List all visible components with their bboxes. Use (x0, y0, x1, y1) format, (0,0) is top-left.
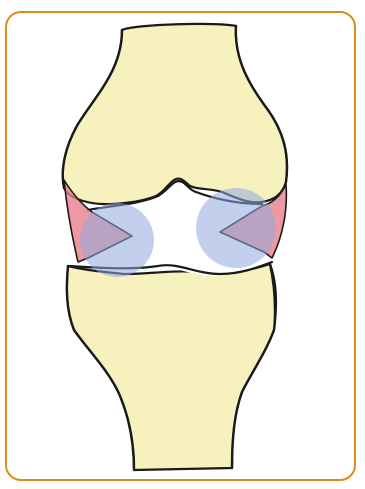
right-highlight-circle (196, 188, 276, 268)
femur-bone (63, 24, 287, 204)
left-highlight-circle (80, 203, 154, 277)
tibia-bone (67, 264, 276, 470)
